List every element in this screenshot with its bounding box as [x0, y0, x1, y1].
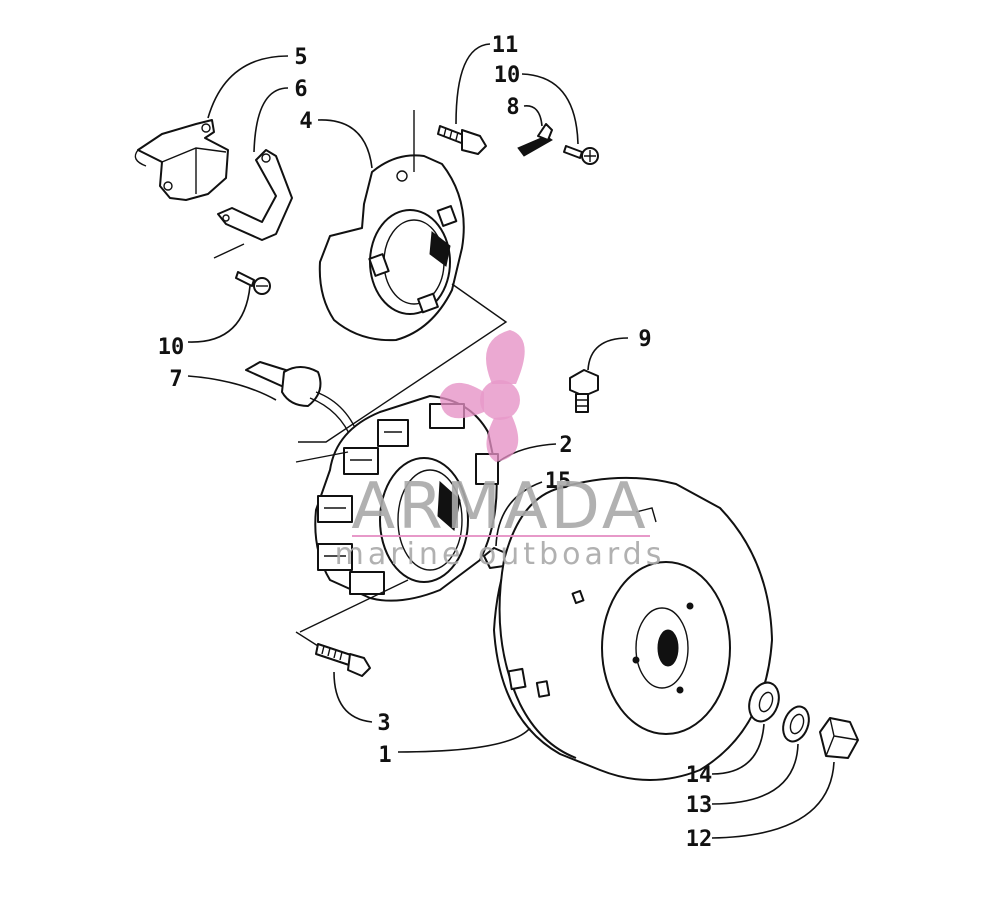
- part-9-bolt: [569, 369, 599, 413]
- leader-6: [253, 87, 289, 153]
- part-11-bolt: [437, 125, 487, 155]
- callout-labels: 5 6 4 11 10 8 10 9 7 2 15 3 1 14 13 12: [158, 33, 713, 852]
- callout-leaders: [187, 43, 835, 839]
- callout-14: 14: [686, 763, 713, 788]
- callout-8: 8: [506, 95, 519, 120]
- callout-9: 9: [638, 327, 651, 352]
- part-6-bracket: [217, 149, 293, 241]
- leader-10-lower: [187, 285, 251, 343]
- leader-13: [711, 743, 799, 805]
- part-13-lock-washer: [782, 705, 810, 743]
- callout-11: 11: [492, 33, 519, 58]
- callout-5: 5: [294, 45, 307, 70]
- part-8-plate: [517, 123, 553, 157]
- leader-14: [711, 723, 765, 775]
- callout-15: 15: [545, 469, 572, 494]
- leader-5: [207, 55, 289, 119]
- leader-9: [587, 337, 629, 371]
- part-12-nut: [819, 717, 859, 759]
- callout-1: 1: [378, 743, 391, 768]
- assembly-guide-lines: [213, 110, 508, 647]
- watermark-tagline: marine outboards: [335, 537, 666, 572]
- part-7-wire-grommet: [245, 361, 361, 441]
- leader-1: [397, 727, 531, 753]
- callout-4: 4: [299, 109, 312, 134]
- callout-6: 6: [294, 77, 307, 102]
- leader-7: [187, 375, 277, 401]
- leader-3: [333, 671, 373, 723]
- part-3-screw: [315, 643, 371, 677]
- callout-3: 3: [377, 711, 390, 736]
- leader-8: [523, 105, 543, 127]
- callout-10-upper: 10: [494, 63, 521, 88]
- callout-7: 7: [169, 367, 182, 392]
- part-10-screw-lower: [235, 271, 271, 295]
- part-4-stator-plate: [318, 154, 465, 342]
- part-5-module: [134, 119, 229, 201]
- leader-11: [455, 43, 491, 125]
- leader-12: [711, 761, 835, 839]
- callout-13: 13: [686, 793, 713, 818]
- watermark-brand: ARMADA: [351, 470, 648, 544]
- callout-10-lower: 10: [158, 335, 185, 360]
- part-2-stator-coils: [314, 395, 499, 602]
- propeller-logo-icon: [440, 330, 525, 462]
- leader-4: [317, 119, 373, 169]
- part-1-flywheel: [493, 476, 773, 781]
- part-14-washer: [748, 681, 780, 723]
- callout-2: 2: [559, 433, 572, 458]
- callout-12: 12: [686, 827, 713, 852]
- part-10-screw-upper: [563, 145, 599, 165]
- leader-10-upper: [521, 73, 579, 145]
- watermark: ARMADA marine outboards: [335, 330, 666, 572]
